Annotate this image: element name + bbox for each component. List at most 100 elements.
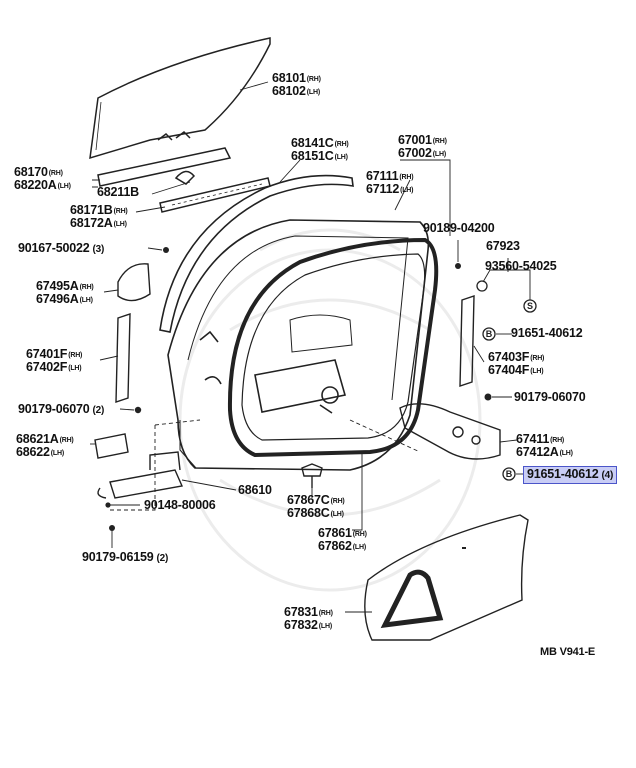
part-number: 90189-04200	[423, 221, 495, 235]
part-label-67412a[interactable]: 67412A(LH)	[516, 446, 573, 460]
quantity: (2)	[92, 405, 105, 416]
part-label-90189-04200[interactable]: 90189-04200	[423, 221, 495, 235]
callout-b-1: B	[486, 329, 493, 339]
part-number: 67495A	[36, 279, 79, 293]
part-number: 67002	[398, 146, 432, 160]
part-number: 67402F	[26, 360, 68, 374]
part-number: 67862	[318, 539, 352, 553]
part-label-90167-50022[interactable]: 90167-50022(3)	[18, 242, 104, 256]
part-label-68622[interactable]: 68622(LH)	[16, 446, 64, 460]
part-number: 68151C	[291, 149, 334, 163]
side-suffix: (LH)	[50, 450, 64, 457]
side-suffix: (LH)	[113, 221, 127, 228]
part-label-67862[interactable]: 67862(LH)	[318, 540, 366, 554]
fasteners	[105, 247, 492, 531]
side-suffix: (RH)	[68, 352, 83, 359]
part-label-67496a[interactable]: 67496A(LH)	[36, 293, 93, 307]
side-suffix: (RH)	[334, 141, 349, 148]
part-number: 68171B	[70, 203, 113, 217]
part-label-68170[interactable]: 68170(RH)	[14, 166, 63, 180]
part-label-68102[interactable]: 68102(LH)	[272, 85, 320, 99]
part-label-68151c[interactable]: 68151C(LH)	[291, 150, 348, 164]
part-label-90148-80006[interactable]: 90148-80006	[144, 498, 216, 512]
part-label-93560-54025[interactable]: 93560-54025	[485, 259, 557, 273]
side-suffix: (LH)	[330, 511, 344, 518]
part-number: 67832	[284, 618, 318, 632]
side-suffix: (RH)	[113, 208, 128, 215]
weatherstrip	[159, 174, 354, 333]
part-number: 90148-80006	[144, 498, 216, 512]
part-number: 67868C	[287, 506, 330, 520]
side-suffix: (RH)	[550, 437, 565, 444]
part-label-67867c[interactable]: 67867C(RH)	[287, 494, 345, 508]
side-suffix: (RH)	[306, 76, 321, 83]
part-label-68172a[interactable]: 68172A(LH)	[70, 217, 127, 231]
part-number: 90179-06159	[82, 550, 154, 564]
hole-cover	[364, 514, 529, 641]
part-label-90179-06070[interactable]: 90179-06070(2)	[18, 403, 104, 417]
part-label-67404f[interactable]: 67404F(LH)	[488, 364, 544, 378]
part-label-67401f[interactable]: 67401F(RH)	[26, 348, 82, 362]
part-number: 67861	[318, 526, 352, 540]
quantity: (3)	[92, 244, 105, 255]
part-label-67923[interactable]: 67923	[486, 240, 520, 253]
part-label-91651-40612[interactable]: 91651-40612(4)	[522, 466, 618, 484]
callout-s: S	[527, 301, 533, 311]
leader-lines	[90, 81, 531, 613]
quantity: (4)	[601, 470, 614, 481]
part-label-68220a[interactable]: 68220A(LH)	[14, 179, 71, 193]
part-label-67861[interactable]: 67861(RH)	[318, 527, 367, 541]
part-label-68171b[interactable]: 68171B(RH)	[70, 204, 128, 218]
door-weatherstrip	[227, 237, 439, 458]
part-label-67403f[interactable]: 67403F(RH)	[488, 351, 544, 365]
side-suffix: (LH)	[400, 187, 414, 194]
part-label-67112[interactable]: 67112(LH)	[366, 183, 413, 197]
side-suffix: (LH)	[352, 544, 366, 551]
part-number: 67496A	[36, 292, 79, 306]
part-label-67831[interactable]: 67831(RH)	[284, 606, 333, 620]
part-number: 68170	[14, 165, 48, 179]
part-label-68141c[interactable]: 68141C(RH)	[291, 137, 349, 151]
side-suffix: (RH)	[79, 284, 94, 291]
part-label-67402f[interactable]: 67402F(LH)	[26, 360, 82, 375]
part-number: 91651-40612	[511, 326, 583, 340]
hinge-and-regulator	[94, 263, 529, 641]
part-label-67001[interactable]: 67001(RH)	[398, 134, 447, 148]
quantity: (2)	[156, 553, 169, 564]
part-label-68610[interactable]: 68610	[238, 484, 272, 497]
part-label-91651-40612[interactable]: 91651-40612	[511, 326, 583, 340]
side-suffix: (LH)	[559, 450, 573, 457]
part-label-67495a[interactable]: 67495A(RH)	[36, 280, 94, 294]
part-number: 68211B	[97, 185, 139, 199]
side-suffix: (LH)	[334, 154, 348, 161]
part-number: 68172A	[70, 216, 113, 230]
part-number: 67111	[366, 169, 399, 183]
part-number: 67112	[366, 182, 400, 196]
reference-code: MB V941-E	[540, 646, 596, 658]
part-number: 68622	[16, 445, 50, 459]
part-label-67868c[interactable]: 67868C(LH)	[287, 507, 344, 521]
part-number: 68141C	[291, 136, 334, 150]
part-label-67002[interactable]: 67002(LH)	[398, 147, 446, 161]
part-number: 90167-50022	[18, 241, 90, 255]
part-label-90179-06070[interactable]: 90179-06070	[514, 391, 586, 404]
door-shell	[167, 219, 430, 471]
part-label-67832[interactable]: 67832(LH)	[284, 619, 332, 633]
part-number: 67001	[398, 133, 432, 147]
part-label-68101[interactable]: 68101(RH)	[272, 72, 321, 86]
part-label-90179-06159[interactable]: 90179-06159(2)	[82, 551, 168, 565]
part-label-68211b[interactable]: 68211B	[97, 186, 139, 199]
part-label-67411[interactable]: 67411(RH)	[516, 433, 564, 447]
side-suffix: (LH)	[530, 368, 544, 375]
part-number: 67401F	[26, 347, 68, 361]
part-number: 93560-54025	[485, 259, 557, 273]
part-label-68621a[interactable]: 68621A(RH)	[16, 433, 74, 447]
callout-b-2: B	[506, 469, 513, 479]
side-suffix: (RH)	[530, 355, 545, 362]
part-number: 90179-06070	[18, 402, 90, 416]
callout-letters: B S B	[486, 301, 533, 479]
part-label-67111[interactable]: 67111(RH)	[366, 169, 414, 184]
part-number: 91651-40612	[527, 467, 599, 481]
side-suffix: (RH)	[48, 170, 63, 177]
